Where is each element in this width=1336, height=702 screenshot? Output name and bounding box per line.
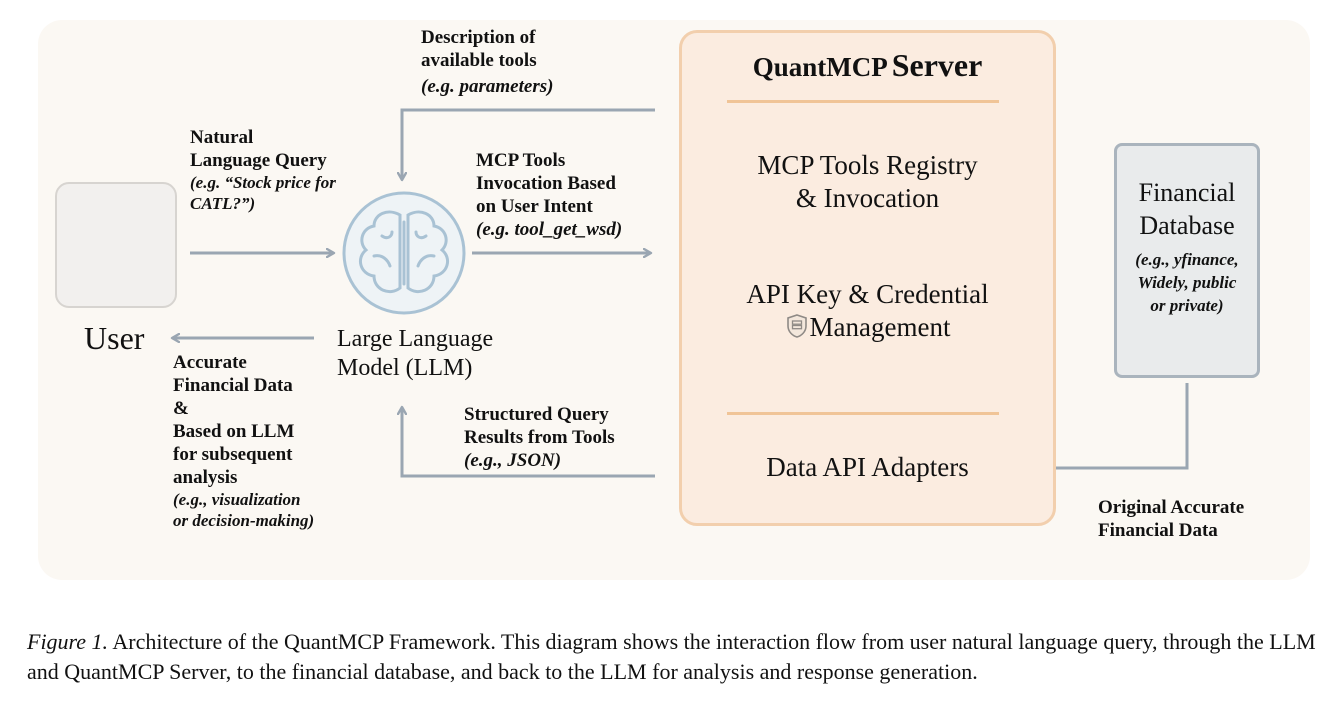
tools-desc-label: Description of available tools (e.g. par… (421, 26, 553, 98)
adapters-text: Data API Adapters (766, 452, 969, 482)
db-data-arrow (1019, 383, 1189, 468)
database-title-line: Database (1139, 211, 1235, 240)
shield-server-icon (786, 314, 807, 338)
server-title-suffix: Server (891, 47, 983, 83)
invocation-label: MCP Tools Invocation Based on User Inten… (476, 149, 622, 241)
user-card (55, 182, 177, 308)
tools-desc-example: (e.g. parameters) (421, 76, 554, 97)
llm-label-line: Model (LLM) (337, 355, 473, 381)
response-example: (e.g., visualization (173, 490, 301, 509)
server-separator-top (727, 100, 999, 103)
response-label: Accurate Financial Data & Based on LLM f… (173, 351, 314, 531)
results-line: Structured Query (464, 404, 609, 425)
database-example: (e.g., yfinance, Widely, public or priva… (1117, 248, 1257, 317)
original-data-line: Financial Data (1098, 520, 1218, 541)
original-data-line: Original Accurate (1098, 497, 1245, 518)
tools-desc-arrow (402, 108, 655, 180)
response-line: & (173, 398, 189, 419)
results-arrow (402, 407, 655, 478)
server-separator-bottom (727, 412, 999, 415)
invocation-line: MCP Tools (476, 150, 566, 171)
response-line: Financial Data (173, 375, 293, 396)
llm-label-line: Large Language (337, 326, 494, 352)
database-example-line: or private) (1150, 296, 1224, 315)
results-example: (e.g., JSON) (464, 450, 562, 471)
response-line: Based on LLM (173, 421, 295, 442)
response-line: analysis (173, 467, 238, 488)
invocation-line: on User Intent (476, 196, 593, 217)
figure-background (38, 20, 1310, 580)
registry-line: MCP Tools Registry (757, 150, 978, 180)
caption-text: Architecture of the QuantMCP Framework. … (27, 629, 1316, 684)
registry-line: & Invocation (795, 183, 940, 213)
user-label: User (84, 320, 145, 356)
database-example-line: (e.g., yfinance, (1135, 250, 1239, 269)
tools-desc-line: available tools (421, 50, 537, 71)
brain-icon (342, 191, 466, 315)
llm-label: Large Language Model (LLM) (337, 325, 493, 383)
server-title: QuantMCP Server (682, 47, 1053, 84)
database-example-line: Widely, public (1137, 273, 1237, 292)
query-line: Natural (190, 127, 254, 148)
figure-caption: Figure 1. Architecture of the QuantMCP F… (27, 627, 1317, 687)
credential-line: Management (682, 311, 1053, 344)
response-line: Accurate (173, 352, 247, 373)
credential-text: API Key & Credential Management (682, 278, 1053, 344)
quantmcp-server-box: QuantMCP Server MCP Tools Registry & Inv… (679, 30, 1056, 526)
response-example: or decision-making) (173, 511, 315, 530)
server-title-prefix: QuantMCP (752, 52, 888, 82)
caption-figure-label: Figure 1. (27, 629, 109, 654)
credential-line-text: Management (809, 312, 951, 342)
financial-database-box: Financial Database (e.g., yfinance, Wide… (1114, 143, 1260, 378)
query-example: CATL?”) (190, 194, 256, 213)
registry-text: MCP Tools Registry & Invocation (682, 149, 1053, 215)
database-title-line: Financial (1138, 178, 1236, 207)
invocation-line: Invocation Based (476, 173, 616, 194)
query-line: Language Query (190, 150, 327, 171)
credential-line: API Key & Credential (746, 279, 989, 309)
results-label: Structured Query Results from Tools (e.g… (464, 403, 615, 472)
tools-desc-line: Description of (421, 27, 536, 48)
response-line: for subsequent (173, 444, 293, 465)
invocation-example: (e.g. tool_get_wsd) (476, 219, 623, 240)
query-label: Natural Language Query (e.g. “Stock pric… (190, 126, 336, 214)
original-data-label: Original Accurate Financial Data (1098, 496, 1244, 542)
query-example: (e.g. “Stock price for (190, 173, 336, 192)
results-line: Results from Tools (464, 427, 615, 448)
database-title: Financial Database (1117, 176, 1257, 242)
